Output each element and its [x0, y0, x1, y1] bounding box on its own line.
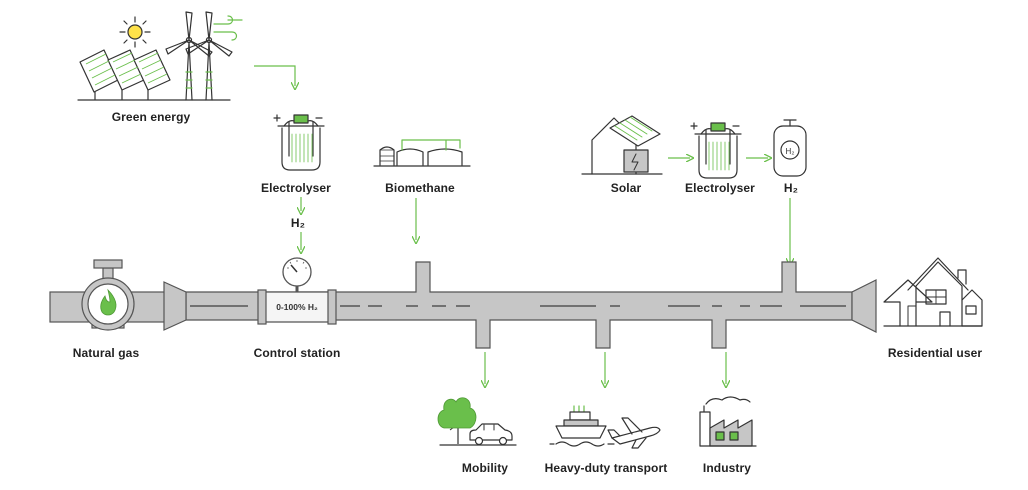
svg-text:H₂: H₂: [786, 147, 795, 156]
biomethane-plant-icon: [373, 139, 471, 167]
heavy-duty-transport-icon: [549, 405, 661, 449]
flame-icon: [100, 288, 117, 316]
tree-icon: [437, 397, 477, 444]
label-control-station: Control station: [253, 346, 341, 360]
sun-icon: [119, 16, 151, 48]
electrolyser-icon: [273, 114, 325, 171]
airplane-icon: [607, 417, 661, 449]
green-energy-icon: [77, 11, 243, 101]
label-green-energy: Green energy: [111, 110, 191, 124]
hydrogen-tank-icon: H₂: [773, 119, 807, 177]
label-heavy-duty-transport: Heavy-duty transport: [544, 461, 668, 475]
label-h2-left: H₂: [290, 216, 306, 230]
car-icon: [439, 423, 517, 446]
mobility-icon: [437, 397, 517, 446]
label-electrolyser-right: Electrolyser: [685, 181, 755, 195]
pressure-gauge-icon: 0-100% H₂: [257, 257, 337, 325]
label-electrolyser-left: Electrolyser: [261, 181, 331, 195]
gauge-range-text: 0-100% H₂: [276, 302, 318, 312]
label-solar: Solar: [610, 181, 642, 195]
residential-houses-icon: [883, 257, 983, 327]
label-industry: Industry: [702, 461, 752, 475]
label-mobility: Mobility: [461, 461, 509, 475]
label-residential-user: Residential user: [887, 346, 983, 360]
label-natural-gas: Natural gas: [72, 346, 140, 360]
valve-icon: [81, 259, 135, 331]
label-h2-right: H₂: [783, 181, 799, 195]
factory-icon: [699, 396, 757, 447]
gas-pipeline: [49, 261, 877, 349]
electrolyser-icon: [690, 122, 742, 179]
house-icon: [581, 115, 663, 175]
wind-turbine-icon: [165, 11, 243, 101]
solar-panel-icon: [77, 49, 231, 101]
label-biomethane: Biomethane: [385, 181, 455, 195]
ship-icon: [549, 405, 615, 447]
